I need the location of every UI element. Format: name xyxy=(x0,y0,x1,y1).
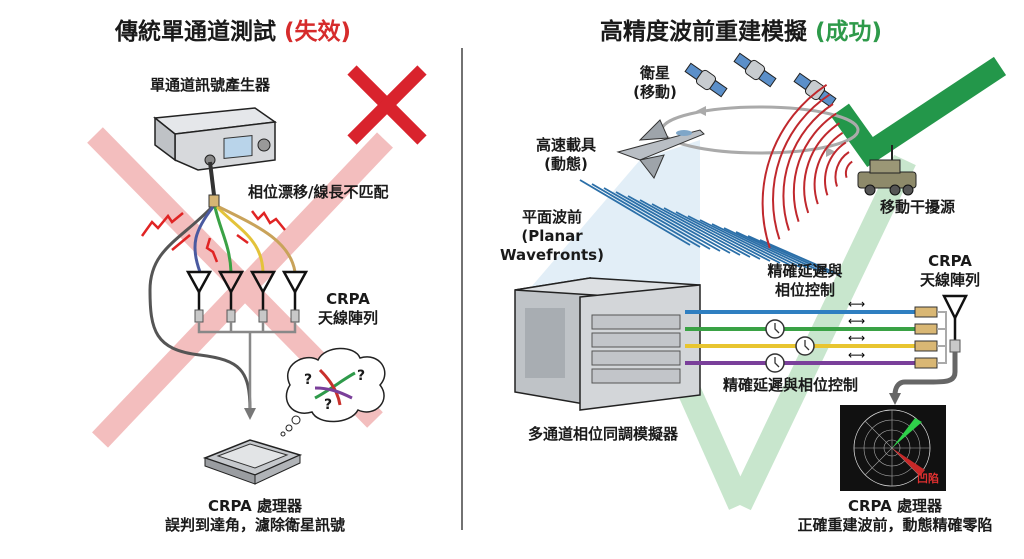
jammer-null-lobe xyxy=(892,448,925,476)
wavefront-line xyxy=(663,207,761,260)
left-title-status: (失效) xyxy=(284,19,352,45)
question-mark: ? xyxy=(324,397,333,413)
signal-generator-label: 單通道訊號產生器 xyxy=(150,76,271,94)
left-antenna-label-line2: 天線陣列 xyxy=(318,308,379,327)
delay-label-top: 精確延遲與 相位控制 xyxy=(760,262,850,300)
wavefront-line xyxy=(675,211,771,262)
cable-connector xyxy=(914,357,938,369)
phase-drift-label: 相位漂移/線長不匹配 xyxy=(248,183,389,201)
clock-hands xyxy=(774,323,780,334)
right-processor-label-line2: 正確重建波前，動態精確零陷 xyxy=(797,515,993,534)
wavefront-label-line3: Wavefronts) xyxy=(500,245,604,264)
left-antenna-label-line1: CRPA xyxy=(326,290,370,308)
right-processor-label: CRPA 處理器 正確重建波前，動態精確零陷 xyxy=(775,497,1015,535)
combiner-line xyxy=(937,328,947,346)
left-panel-title: 傳統單通道測試 (失效) xyxy=(115,12,351,46)
right-title-main: 高精度波前重建模擬 xyxy=(600,19,807,45)
satellite-gain-lobe xyxy=(892,418,922,448)
wavefront-line xyxy=(579,179,691,246)
simulator-label: 多通道相位同調模擬器 xyxy=(528,425,679,443)
jammer-arc xyxy=(834,151,850,187)
jammer-arc xyxy=(782,103,834,231)
red-x-icon xyxy=(347,65,427,145)
delay-label-top-line2: 相位控制 xyxy=(774,280,835,299)
wavefront-line xyxy=(699,219,791,266)
jammer-arc xyxy=(761,83,828,249)
delay-label-top-line1: 精確延遲與 xyxy=(767,262,843,280)
right-processor-label-line1: CRPA 處理器 xyxy=(847,497,942,515)
satellite-label-line1: 衛星 xyxy=(639,64,670,82)
left-antenna-label: CRPA 天線陣列 xyxy=(318,290,378,328)
wavefront-label-line1: 平面波前 xyxy=(521,208,582,226)
satellite-label: 衛星 (移動) xyxy=(630,64,680,102)
cable-connector xyxy=(914,340,938,352)
phase-coherent-channels: ⟷ ⟷ ⟷ ⟷ xyxy=(685,297,947,373)
wavefront-line xyxy=(591,183,701,248)
satellite-label-line2: (移動) xyxy=(633,82,677,101)
jammer-arc xyxy=(813,131,844,205)
jammer-label: 移動干擾源 xyxy=(880,198,956,216)
confusion-thought-bubble xyxy=(280,347,386,437)
wavefront-label: 平面波前 (Planar Wavefronts) xyxy=(496,208,608,264)
planar-wavefront-lines xyxy=(579,179,841,276)
left-processor-label-line1: CRPA 處理器 xyxy=(207,497,302,515)
cable-connector xyxy=(914,306,938,318)
delay-label-bottom: 精確延遲與相位控制 xyxy=(723,376,859,394)
wavefront-line xyxy=(723,227,811,270)
jammer-arc xyxy=(844,160,853,179)
wavefront-line xyxy=(651,203,751,258)
left-processor-label: CRPA 處理器 誤判到達角，濾除衛星訊號 xyxy=(150,497,360,535)
wavefront-line xyxy=(603,187,711,250)
left-title-main: 傳統單通道測試 xyxy=(115,19,276,45)
jammer-arc xyxy=(824,141,847,196)
wavefront-line xyxy=(627,195,731,254)
wavefront-line xyxy=(747,235,831,274)
green-check-icon xyxy=(831,56,1007,168)
right-panel-title: 高精度波前重建模擬 (成功) xyxy=(600,12,882,46)
right-title-status: (成功) xyxy=(815,19,883,45)
right-antenna-label-line2: 天線陣列 xyxy=(919,270,980,289)
clock-hands xyxy=(804,340,810,351)
wavefront-line xyxy=(687,215,781,264)
satellite-icons xyxy=(684,52,837,108)
crpa-processor-chip-left xyxy=(202,439,303,485)
vehicle-label-line1: 高速載具 xyxy=(535,136,596,154)
wavefront-line xyxy=(735,231,821,272)
adjust-arrow-icon: ⟷ xyxy=(848,314,865,328)
adjust-arrow-icon: ⟷ xyxy=(848,331,865,345)
jammer-arc xyxy=(772,93,831,240)
wavefront-line xyxy=(639,199,741,256)
polar-radar-display xyxy=(840,405,946,491)
right-antenna-label-line1: CRPA xyxy=(928,252,972,270)
jammer-arc xyxy=(792,112,837,223)
left-processor-label-line2: 誤判到達角，濾除衛星訊號 xyxy=(164,515,345,534)
jammer-interference-arcs xyxy=(761,83,853,249)
vehicle-label-line2: (動態) xyxy=(544,154,588,173)
adjust-arrow-icon: ⟷ xyxy=(848,297,865,311)
question-mark: ? xyxy=(304,372,313,388)
clock-hands xyxy=(774,357,780,368)
fanout-cables xyxy=(148,205,297,411)
jammer-arc xyxy=(803,122,840,214)
crpa-antenna-right xyxy=(941,294,969,340)
wavefront-line xyxy=(759,239,841,276)
adjust-arrow-icon: ⟷ xyxy=(848,348,865,362)
combiner-line xyxy=(937,346,947,364)
signal-generator-icon xyxy=(153,107,278,171)
wavefront-line xyxy=(615,191,721,252)
jammer-vehicle-icon xyxy=(857,145,917,196)
right-antenna-label: CRPA 天線陣列 xyxy=(915,252,985,290)
vehicle-label: 高速載具 (動態) xyxy=(528,136,604,174)
crpa-antenna-array-left xyxy=(185,270,309,310)
wavefront-label-line2: (Planar xyxy=(521,226,583,245)
cable-connector xyxy=(914,323,938,335)
phase-drift-arrows xyxy=(140,210,286,263)
fighter-jet-icon xyxy=(616,119,705,179)
question-mark: ? xyxy=(357,368,366,384)
radar-null-label: 凹陷 xyxy=(917,472,939,485)
multi-channel-simulator-icon xyxy=(514,277,701,411)
wavefront-line xyxy=(711,223,801,268)
